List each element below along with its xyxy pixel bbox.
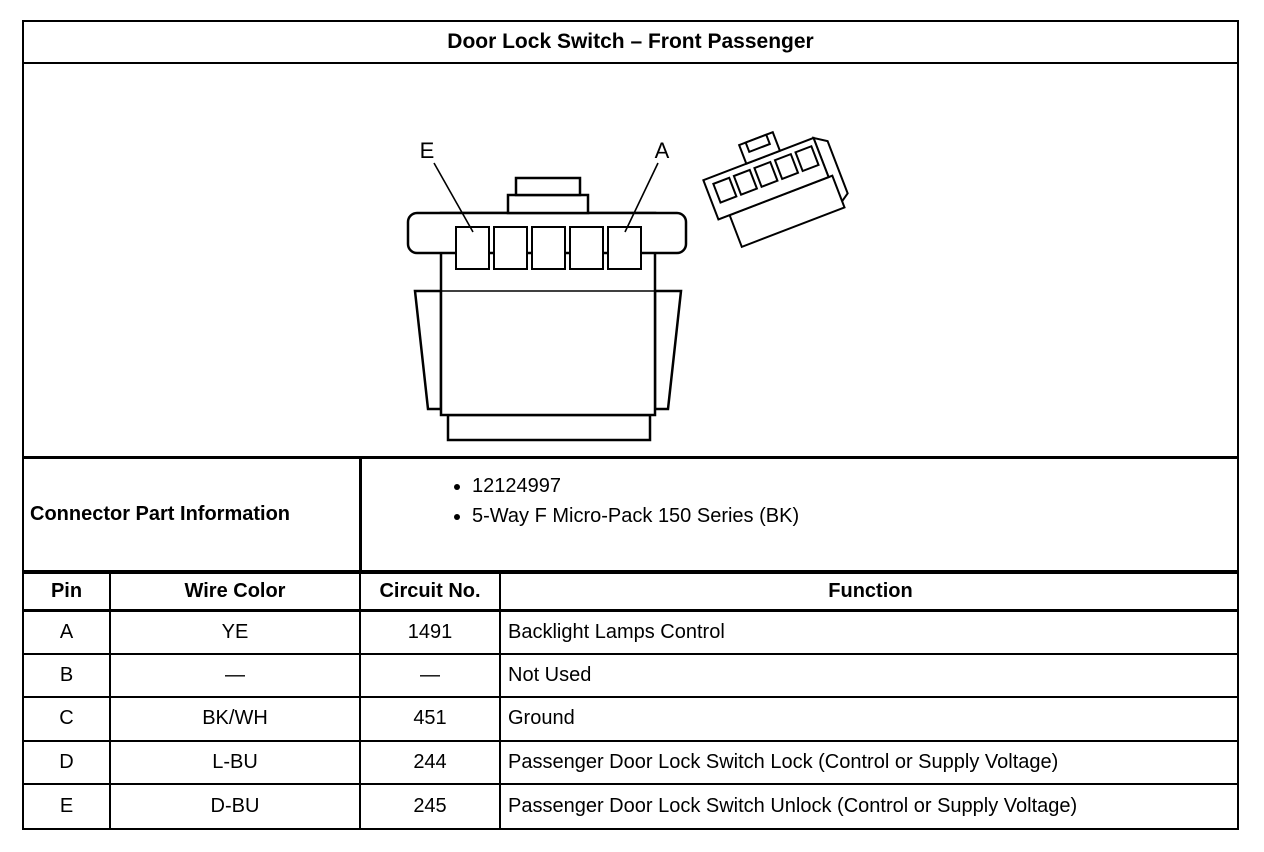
pin-cell: A xyxy=(24,609,111,655)
connector-bottom-lip xyxy=(446,413,652,442)
pin-table: Pin Wire Color Circuit No. Function A YE… xyxy=(24,574,1237,828)
connector-lock-tab xyxy=(506,193,590,215)
pin-row-a: A YE 1491 Backlight Lamps Control xyxy=(24,609,1237,655)
part-info-values: 12124997 5-Way F Micro-Pack 150 Series (… xyxy=(362,459,1237,570)
wire-color-cell: YE xyxy=(109,609,361,655)
connector-left-wing xyxy=(413,289,443,411)
page-title: Door Lock Switch – Front Passenger xyxy=(24,22,1237,64)
pin-row-d: D L-BU 244 Passenger Door Lock Switch Lo… xyxy=(24,739,1237,786)
connector-part-info-section: Connector Part Information 12124997 5-Wa… xyxy=(24,456,1237,574)
wire-color-cell: D-BU xyxy=(109,783,361,828)
pin-row-e: E D-BU 245 Passenger Door Lock Switch Un… xyxy=(24,783,1237,828)
perspective-lock-tab-notch xyxy=(744,133,772,154)
cavity-b xyxy=(569,226,604,270)
pin-cell: D xyxy=(24,739,111,786)
perspective-cavity-2 xyxy=(732,168,759,196)
wire-color-cell: — xyxy=(109,652,361,699)
function-cell: Ground xyxy=(499,696,1237,742)
header-pin: Pin xyxy=(24,574,111,612)
pin-row-c: C BK/WH 451 Ground xyxy=(24,696,1237,742)
terminal-label-e: E xyxy=(420,138,435,163)
part-info-list: 12124997 5-Way F Micro-Pack 150 Series (… xyxy=(362,475,1237,528)
perspective-cavity-4 xyxy=(773,152,800,181)
circuit-no-cell: 245 xyxy=(359,783,501,828)
connector-perspective-view xyxy=(702,130,849,249)
pin-cell: B xyxy=(24,652,111,699)
connector-front-view: E A xyxy=(406,138,688,442)
function-cell: Passenger Door Lock Switch Unlock (Contr… xyxy=(499,783,1237,828)
circuit-no-cell: 451 xyxy=(359,696,501,742)
connector-spec-document: Door Lock Switch – Front Passenger xyxy=(22,20,1239,830)
pin-row-b: B — — Not Used xyxy=(24,652,1237,699)
header-circuit-no: Circuit No. xyxy=(359,574,501,612)
part-info-label: Connector Part Information xyxy=(24,459,362,570)
connector-right-wing xyxy=(653,289,683,411)
perspective-cavity-5 xyxy=(794,144,820,173)
connector-lock-tab-top xyxy=(514,176,582,197)
cavity-d xyxy=(493,226,528,270)
circuit-no-cell: — xyxy=(359,652,501,699)
circuit-no-cell: 244 xyxy=(359,739,501,786)
cavity-a xyxy=(607,226,642,270)
part-number: 12124997 xyxy=(472,475,1237,498)
connector-type: 5-Way F Micro-Pack 150 Series (BK) xyxy=(472,505,1237,528)
cavity-e xyxy=(455,226,490,270)
wire-color-cell: BK/WH xyxy=(109,696,361,742)
connector-diagram: E A xyxy=(24,64,1237,456)
leader-line-e xyxy=(433,162,474,233)
perspective-cavity-1 xyxy=(712,176,738,204)
cavity-c xyxy=(531,226,566,270)
wire-color-cell: L-BU xyxy=(109,739,361,786)
pin-table-section: Pin Wire Color Circuit No. Function A YE… xyxy=(24,574,1237,828)
header-wire-color: Wire Color xyxy=(109,574,361,612)
header-function: Function xyxy=(499,574,1237,612)
function-cell: Not Used xyxy=(499,652,1237,699)
pin-table-header-row: Pin Wire Color Circuit No. Function xyxy=(24,574,1237,612)
connector-diagram-svg: E A xyxy=(406,130,849,442)
leader-line-a xyxy=(624,162,659,233)
circuit-no-cell: 1491 xyxy=(359,609,501,655)
perspective-cavity-3 xyxy=(753,160,779,189)
function-cell: Passenger Door Lock Switch Lock (Control… xyxy=(499,739,1237,786)
terminal-label-a: A xyxy=(655,138,670,163)
function-cell: Backlight Lamps Control xyxy=(499,609,1237,655)
pin-cell: C xyxy=(24,696,111,742)
pin-cell: E xyxy=(24,783,111,828)
